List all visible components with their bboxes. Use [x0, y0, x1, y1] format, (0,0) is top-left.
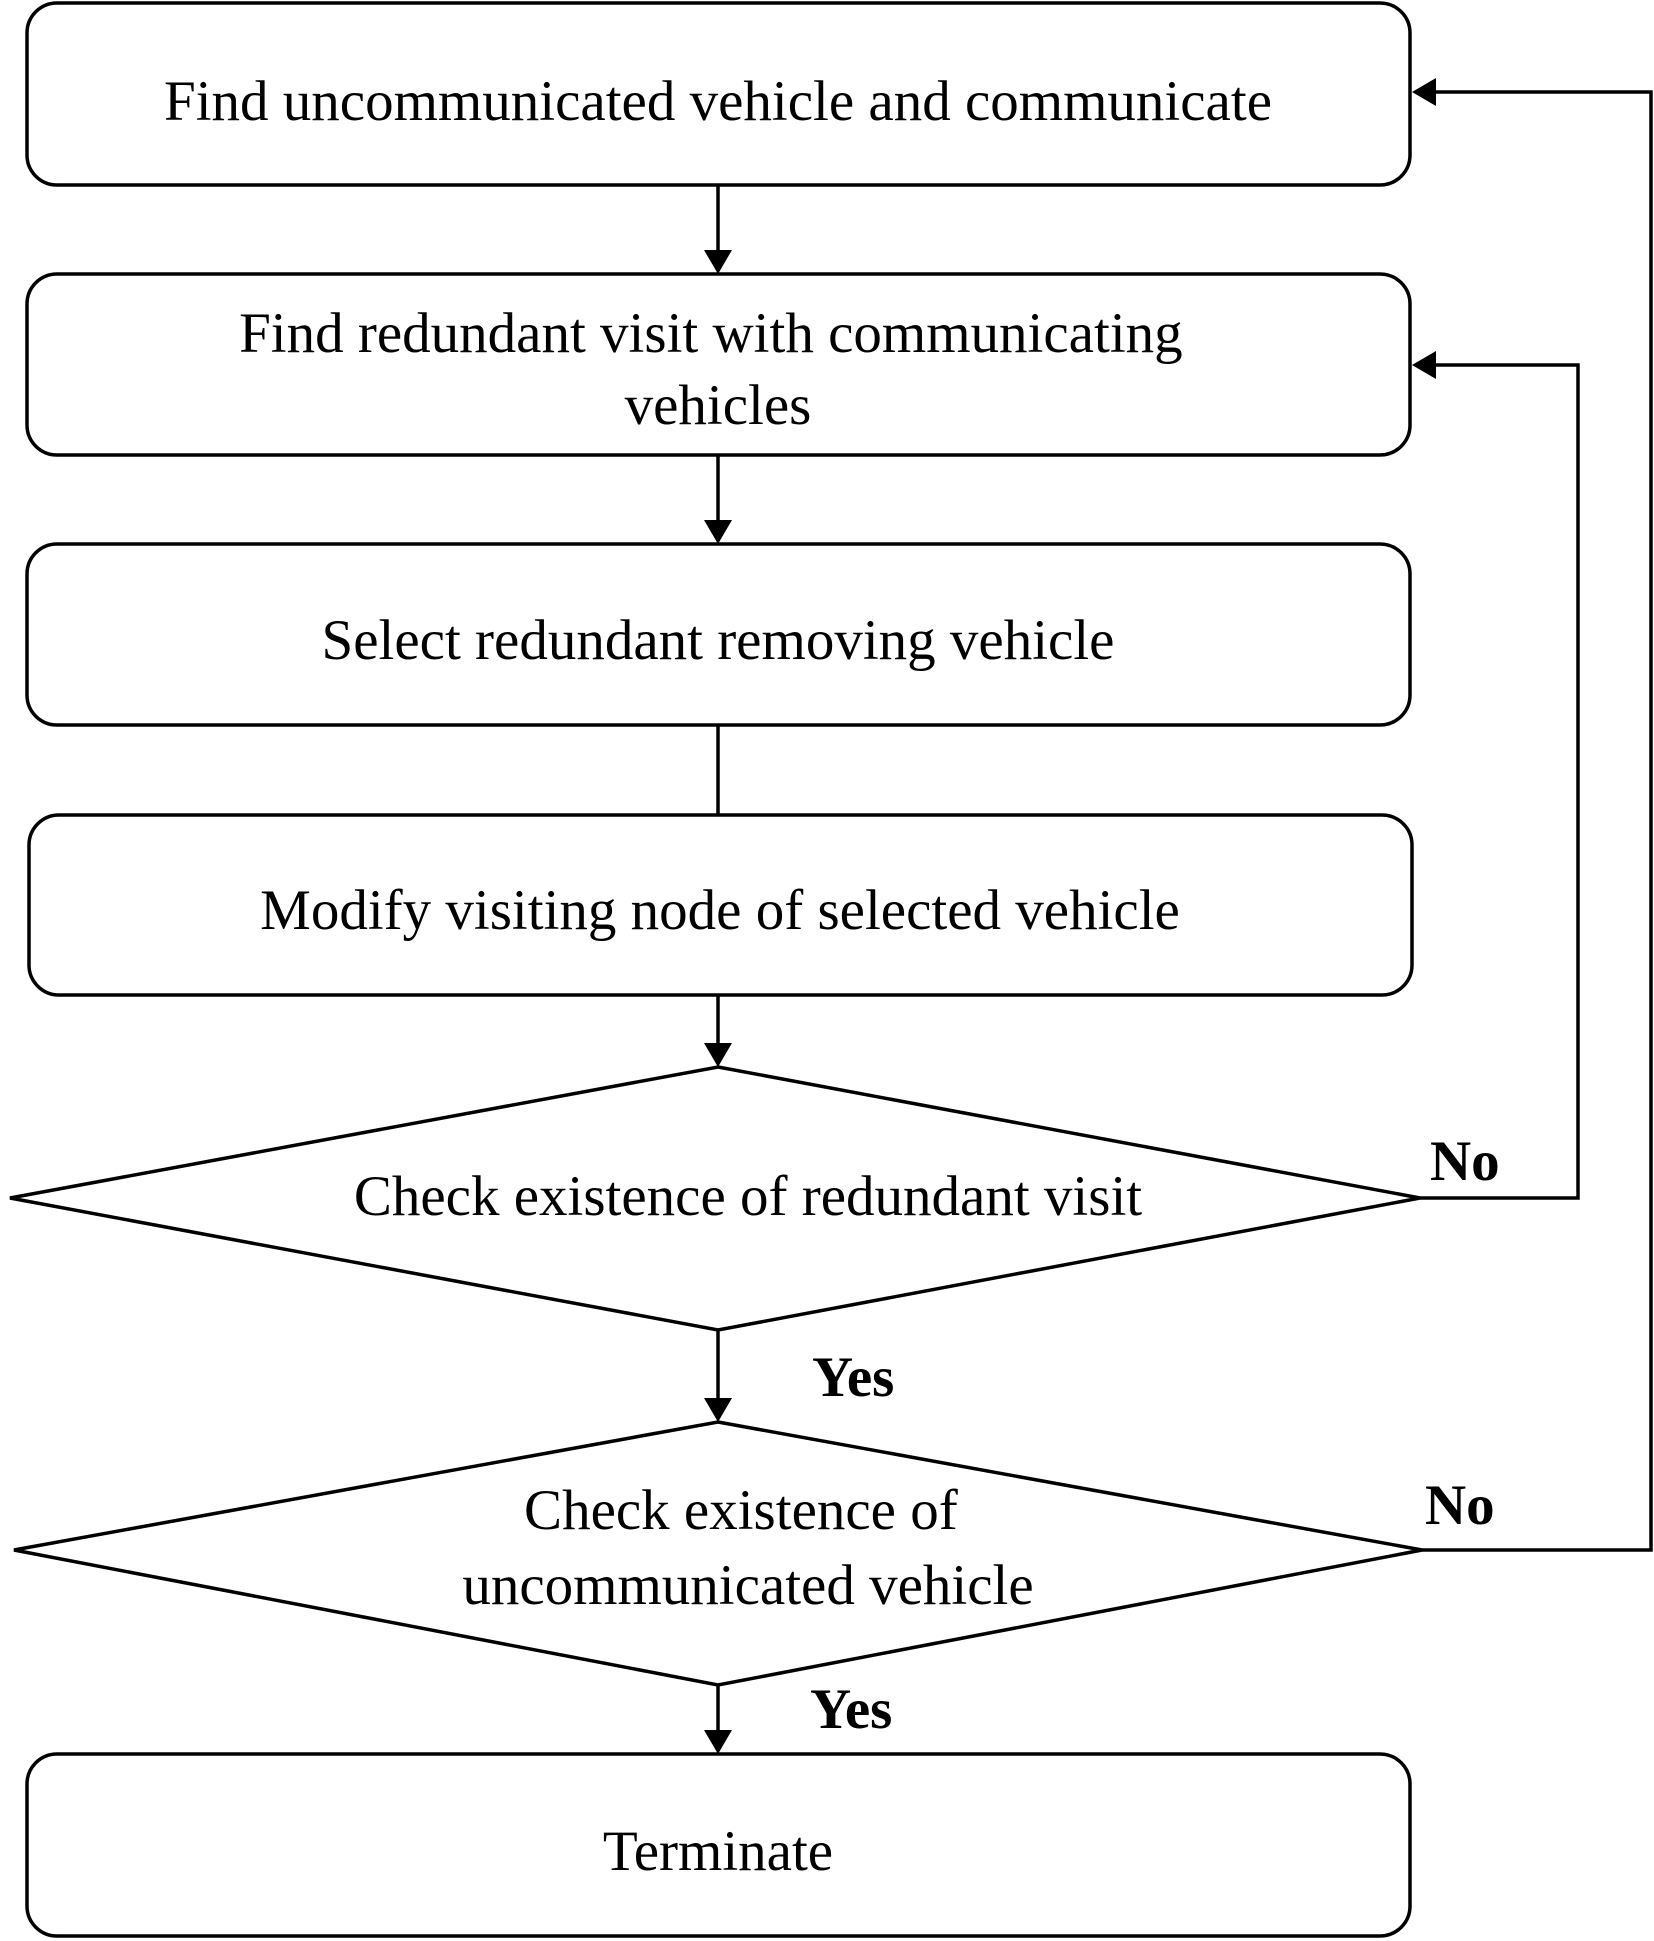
arrowhead-down-icon: [704, 1043, 732, 1067]
svg-text:Find uncommunicated vehicle an: Find uncommunicated vehicle and communic…: [164, 70, 1272, 133]
arrowhead-down-icon: [704, 1398, 732, 1422]
node-find-redundant: Find redundant visit with communicating …: [25, 272, 1412, 457]
edges: [704, 78, 1653, 1754]
node-select-vehicle: Select redundant removing vehicle: [25, 542, 1412, 727]
node-terminate: Terminate: [25, 1752, 1412, 1938]
node-label: Find redundant visit with communicating: [239, 302, 1183, 365]
svg-text:Check existence of redundant v: Check existence of redundant visit: [354, 1165, 1142, 1228]
arrowhead-down-icon: [704, 250, 732, 274]
node-check-redundant: Check existence of redundant visit: [9, 1065, 1421, 1332]
arrowhead-left-icon: [1412, 78, 1436, 106]
branch-label-uncommunicated-no: No: [1425, 1474, 1495, 1537]
svg-text:Select redundant removing vehi: Select redundant removing vehicle: [322, 609, 1115, 672]
branch-label-redundant-no: No: [1430, 1130, 1500, 1193]
svg-text:Terminate: Terminate: [603, 1820, 833, 1883]
arrowhead-down-icon: [704, 520, 732, 544]
node-label: vehicles: [625, 374, 812, 437]
arrowhead-down-icon: [704, 1730, 732, 1754]
process-box: [25, 1, 1412, 187]
branch-label-redundant-yes: Yes: [812, 1346, 894, 1409]
branch-label-uncommunicated-yes: Yes: [810, 1678, 892, 1741]
node-label: Terminate: [603, 1820, 833, 1883]
node-label: Check existence of: [524, 1479, 958, 1542]
edge-check-redundant-no-loop: [1420, 363, 1580, 1200]
process-box: [25, 542, 1412, 727]
node-label: Find uncommunicated vehicle and communic…: [164, 70, 1272, 133]
terminal-box: [25, 1752, 1412, 1938]
node-label: Modify visiting node of selected vehicle: [260, 879, 1180, 942]
node-label: Check existence of redundant visit: [354, 1165, 1142, 1228]
branch-labels: No Yes No Yes: [810, 1130, 1500, 1741]
process-box: [27, 813, 1414, 997]
decision-diamond: [9, 1065, 1421, 1332]
node-label: Select redundant removing vehicle: [322, 609, 1115, 672]
decision-diamond: [13, 1420, 1423, 1687]
process-box: [25, 272, 1412, 457]
arrowhead-left-icon: [1412, 351, 1436, 379]
edge-check-uncommunicated-no-loop: [1422, 90, 1653, 1552]
node-modify-node: Modify visiting node of selected vehicle: [27, 813, 1414, 997]
svg-text:Check existence of uncom: Check existence of uncommunicated vehicl…: [462, 1479, 1033, 1617]
node-find-uncommunicated: Find uncommunicated vehicle and communic…: [25, 1, 1412, 187]
node-label: uncommunicated vehicle: [462, 1554, 1033, 1617]
node-check-uncommunicated: Check existence of uncommunicated vehicl…: [13, 1420, 1423, 1687]
svg-text:Modify visiting node of select: Modify visiting node of selected vehicle: [260, 879, 1180, 942]
svg-text:Find redundant visit with comm: Find redundant visit with communicating …: [239, 302, 1197, 437]
